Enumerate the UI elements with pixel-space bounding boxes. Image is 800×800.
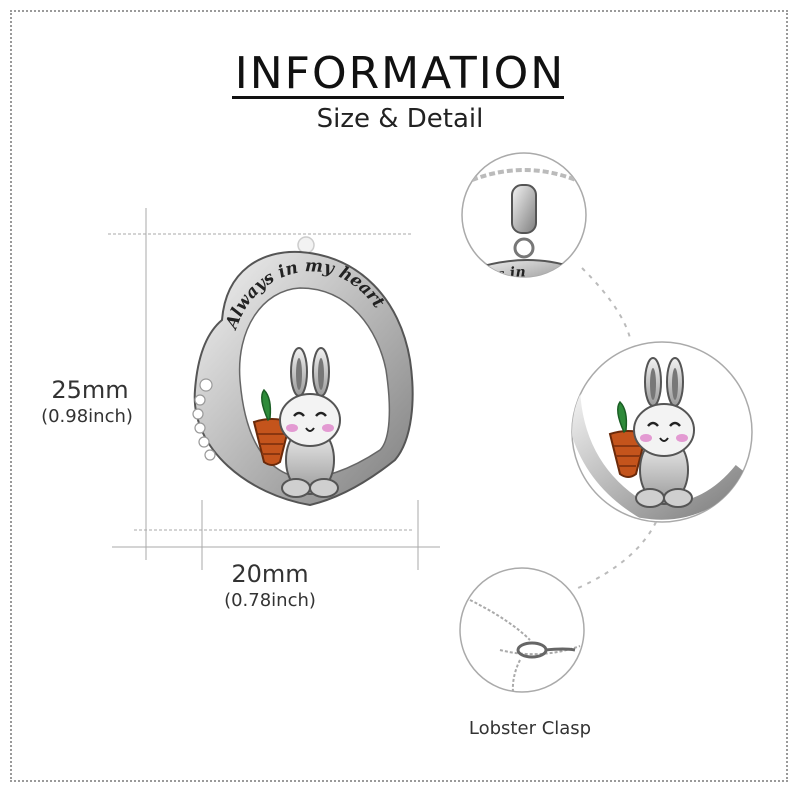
page-title: INFORMATION [234, 48, 566, 99]
detail-bail: ys in [461, 152, 587, 278]
width-mm: 20mm [231, 560, 309, 588]
height-inch: (0.98inch) [41, 406, 133, 427]
connectors [577, 267, 657, 589]
dimension-lines [108, 208, 440, 570]
clasp-caption: Lobster Clasp [468, 718, 592, 739]
heart-pendant: Always in my heart [192, 236, 414, 507]
detail-bunny [571, 341, 753, 523]
width-inch: (0.78inch) [224, 590, 316, 611]
page-frame [10, 10, 788, 782]
detail-clasp [459, 567, 585, 693]
height-mm: 25mm [51, 376, 129, 404]
page-subtitle: Size & Detail [316, 104, 484, 134]
title-underline [232, 96, 564, 99]
